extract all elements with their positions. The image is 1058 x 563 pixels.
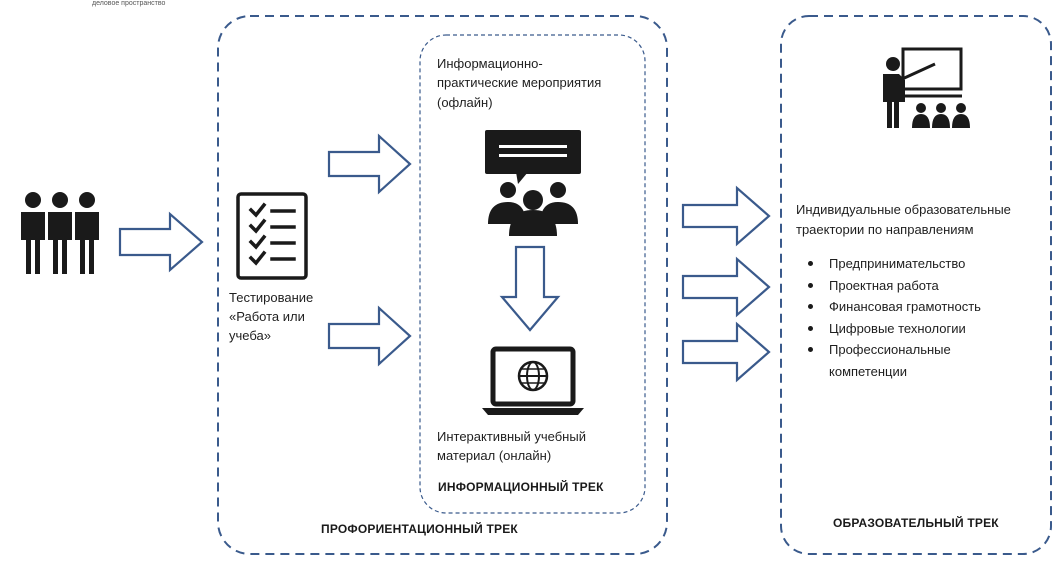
trajectories-title-line-1: Индивидуальные образовательные [796,202,1011,217]
bullet-dot-icon [808,282,813,288]
teacher-presentation-icon [883,47,970,128]
information-track-container [419,34,646,514]
list-item: Профессиональные [808,339,981,361]
material-line-1: Интерактивный учебный [437,429,586,444]
material-line-2: материал (онлайн) [437,448,552,463]
people-group-icon [21,192,99,274]
logo-tagline: деловое пространство [92,0,166,7]
chat-audience-icon [485,130,581,236]
list-item-label: Профессиональные [829,342,951,358]
list-item-label: Проектная работа [829,277,939,293]
testing-line-2: «Работа или [229,309,305,324]
arrow-down-icon [499,245,561,332]
list-item-label: компетенции [829,363,908,379]
arrow-right-icon [681,321,771,383]
education-track-container [780,15,1052,555]
information-track-label: ИНФОРМАЦИОННЫЙ ТРЕК [438,480,604,494]
laptop-globe-icon [482,346,584,415]
bullet-dot-icon [808,347,813,353]
checklist-icon [236,192,308,280]
events-line-1: Информационно- [437,56,543,71]
arrow-right-icon [118,211,204,273]
list-item: Проектная работа [808,275,981,297]
list-item-continuation: компетенции [808,361,981,383]
bullet-dot-icon [808,304,813,310]
arrow-right-icon [327,305,412,367]
list-item: Финансовая грамотность [808,296,981,318]
education-track-label: ОБРАЗОВАТЕЛЬНЫЙ ТРЕК [833,516,999,530]
events-line-3: (офлайн) [437,95,493,110]
list-item-label: Предпринимательство [829,256,966,271]
list-item-label: Цифровые технологии [829,320,966,336]
arrow-right-icon [681,256,771,318]
arrow-right-icon [327,133,412,195]
proforientation-track-label: ПРОФОРИЕНТАЦИОННЫЙ ТРЕК [321,522,518,536]
list-item: Цифровые технологии [808,318,981,340]
arrow-right-icon [681,185,771,247]
testing-line-1: Тестирование [229,290,314,305]
events-line-2: практические мероприятия [437,75,602,90]
bullet-dot-icon [808,325,813,331]
trajectories-list: Предпринимательство Проектная работа Фин… [808,253,981,383]
list-item-label: Финансовая грамотность [829,299,981,315]
testing-line-3: учеба» [229,328,271,343]
list-item: Предпринимательство [808,253,981,275]
trajectories-title-line-2: траектории по направлениям [796,222,974,237]
bullet-dot-icon [808,261,813,266]
